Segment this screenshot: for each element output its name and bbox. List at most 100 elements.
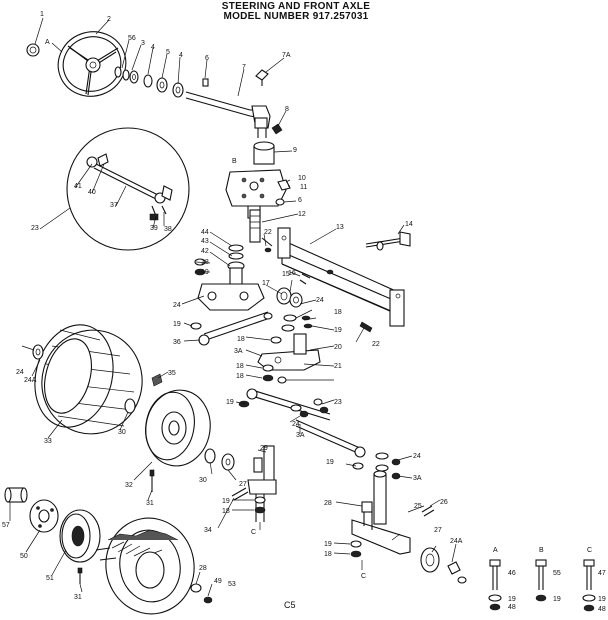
- callout: 28: [324, 500, 332, 507]
- callout: C: [251, 529, 256, 536]
- callout-labels: 1 2 A 56 3 4 5 4 6 7 7A 8 9 B 10 11 6 12…: [2, 11, 606, 613]
- callout: 19: [222, 498, 230, 505]
- callout: 4: [179, 52, 183, 59]
- bolt-8: [271, 123, 283, 135]
- tie-rod-middle: [238, 388, 331, 421]
- washer-stack-right-lower: [375, 452, 401, 480]
- callout: 26: [440, 499, 448, 506]
- callout: 18: [236, 363, 244, 370]
- steering-shaft: [185, 91, 271, 138]
- callout: B: [232, 158, 237, 165]
- callout: 35: [168, 370, 176, 377]
- valve-stem-31: [149, 469, 155, 492]
- callout: 48: [598, 606, 606, 613]
- tire-front-lower: [95, 517, 195, 615]
- callout: 18: [222, 508, 230, 515]
- front-axle-beam: [277, 227, 405, 327]
- spindle-left-lower: [247, 445, 277, 530]
- callout: 46: [508, 570, 516, 577]
- steering-bolt-23: [261, 237, 273, 253]
- callout: 24: [413, 453, 421, 460]
- callout: 1: [40, 11, 44, 18]
- callout: 30: [118, 429, 126, 436]
- hardware-key-c: [582, 559, 596, 612]
- callout: 27: [239, 481, 247, 488]
- callout: 10: [298, 175, 306, 182]
- steering-wheel-cap: [26, 43, 40, 57]
- axle-stub-57: [4, 487, 28, 503]
- callout: 18: [201, 259, 209, 266]
- callout: 31: [146, 500, 154, 507]
- callout: 3A: [296, 432, 305, 439]
- callout: 33: [44, 438, 52, 445]
- callout: 49: [214, 578, 222, 585]
- hardware-key-a: [488, 559, 502, 611]
- callout: 19: [334, 327, 342, 334]
- callout: 37: [110, 202, 118, 209]
- nut-11-washer-6: [275, 179, 291, 206]
- callout: 42: [201, 248, 209, 255]
- callout: 43: [201, 238, 209, 245]
- page-code: C5: [284, 600, 296, 610]
- valve-stem-31-lower: [77, 567, 83, 584]
- callout: 17: [262, 280, 270, 287]
- callout: 20: [334, 344, 342, 351]
- callout: 5: [166, 49, 170, 56]
- callout: 40: [88, 189, 96, 196]
- callout: B: [539, 547, 544, 554]
- callout: 3A: [413, 475, 422, 482]
- axle-bolt-15: [299, 273, 311, 285]
- callout: 38: [164, 226, 172, 233]
- callout: 12: [298, 211, 306, 218]
- spindle-right-lower: [350, 470, 411, 570]
- diagram-title-line2: MODEL NUMBER 917.257031: [223, 11, 369, 22]
- column-bushings-washers: [114, 66, 209, 98]
- callout: 44: [201, 229, 209, 236]
- callout: 3: [141, 40, 145, 47]
- spindle-left-upper: [197, 244, 265, 311]
- callout: 25: [414, 503, 422, 510]
- callout: 50: [20, 553, 28, 560]
- callout: 51: [46, 575, 54, 582]
- callout: 41: [74, 183, 82, 190]
- callout: 48: [508, 604, 516, 611]
- valve-stem-35: [151, 373, 163, 387]
- callout: 11: [300, 184, 307, 191]
- grease-fitting-27-pin-26: [221, 453, 249, 501]
- hub-50: [29, 499, 59, 533]
- callout: 32: [125, 482, 133, 489]
- callout: 22: [264, 229, 272, 236]
- callout: 28: [199, 565, 207, 572]
- callout: 2: [107, 16, 111, 23]
- callout: 19: [324, 541, 332, 548]
- callout: 29: [260, 445, 268, 452]
- callout: 18: [236, 373, 244, 380]
- callout: 19: [201, 269, 209, 276]
- callout: 21: [334, 363, 342, 370]
- hardware-key-b: [535, 559, 547, 602]
- callout: 24: [316, 297, 324, 304]
- callout: 19: [508, 596, 516, 603]
- pivot-bolt-14: [365, 231, 411, 251]
- spindle-right-upper: [257, 333, 321, 384]
- callout: 7: [242, 64, 246, 71]
- callout: 16: [288, 270, 296, 277]
- callout: 31: [74, 594, 82, 601]
- callout: C: [361, 573, 366, 580]
- callout: 19: [326, 459, 334, 466]
- callout: 23: [334, 399, 342, 406]
- callout: 24: [16, 369, 24, 376]
- callout: 30: [199, 477, 207, 484]
- leader-lines: [9, 17, 457, 597]
- callout: C: [587, 547, 592, 554]
- callout: 34: [204, 527, 212, 534]
- callout: 53: [228, 581, 236, 588]
- callout: 19: [553, 596, 561, 603]
- callout: 24: [173, 302, 181, 309]
- callout: 57: [2, 522, 10, 529]
- bushing-30: [204, 448, 216, 464]
- callout: 24A: [24, 377, 37, 384]
- bushing-27-hubcap-24a: [420, 505, 467, 584]
- callout: 22: [372, 341, 380, 348]
